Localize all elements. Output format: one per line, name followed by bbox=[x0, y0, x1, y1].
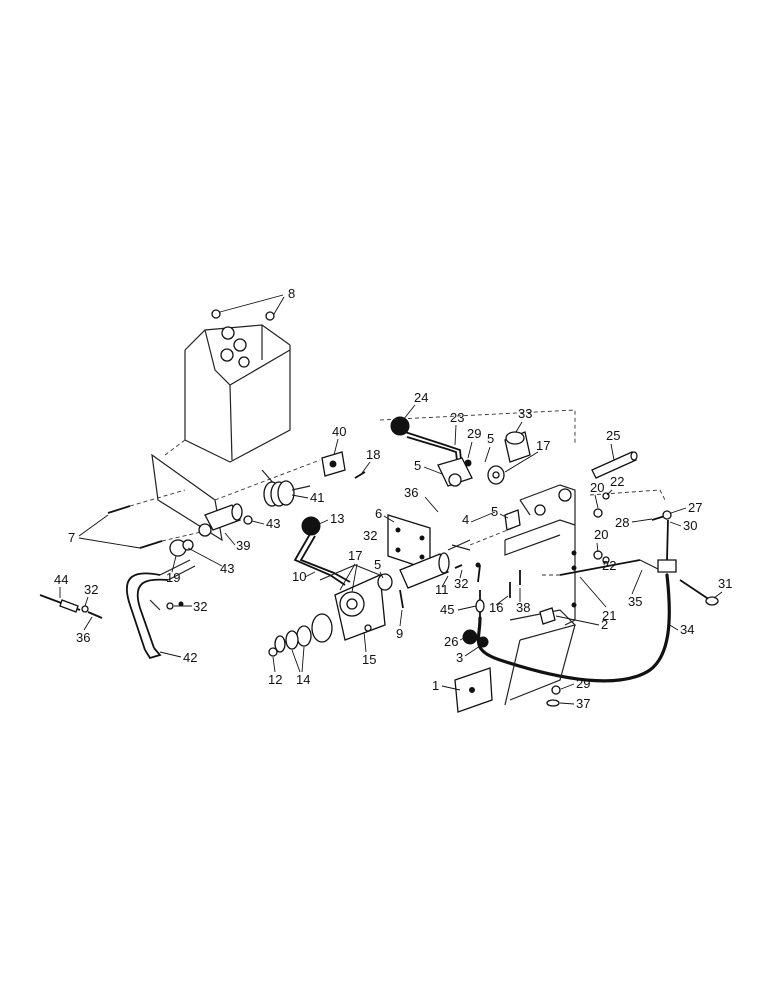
housing-box bbox=[164, 324, 291, 463]
torsion-spring bbox=[261, 469, 311, 507]
callout-3: 3 bbox=[456, 650, 463, 665]
callout-23: 23 bbox=[450, 410, 464, 425]
callout-29-bottom: 29 bbox=[576, 676, 590, 691]
right-frame-bracket bbox=[504, 484, 577, 626]
callout-6: 6 bbox=[375, 506, 382, 521]
callout-14: 14 bbox=[296, 672, 310, 687]
callout-13: 13 bbox=[330, 511, 344, 526]
callout-39: 39 bbox=[236, 538, 250, 553]
pin-18 bbox=[354, 471, 366, 479]
callout-12: 12 bbox=[268, 672, 282, 687]
callout-45: 45 bbox=[440, 602, 454, 617]
callout-5-b: 5 bbox=[414, 458, 421, 473]
callout-32-center: 32 bbox=[454, 576, 468, 591]
callout-27: 27 bbox=[688, 500, 702, 515]
callout-20-mid: 20 bbox=[594, 527, 608, 542]
callout-43-top: 43 bbox=[266, 516, 280, 531]
callout-16: 16 bbox=[489, 600, 503, 615]
callout-24: 24 bbox=[414, 390, 428, 405]
callout-4: 4 bbox=[462, 512, 469, 527]
lever-10 bbox=[293, 516, 351, 586]
callout-11: 11 bbox=[435, 582, 449, 597]
mounting-plate-left bbox=[151, 453, 321, 542]
callout-38: 38 bbox=[516, 600, 530, 615]
cable-clevis-left bbox=[39, 594, 174, 619]
lever-23 bbox=[390, 416, 473, 487]
nut-pair bbox=[211, 294, 285, 321]
callout-32-mid: 32 bbox=[363, 528, 377, 543]
callout-5-c: 5 bbox=[491, 504, 498, 519]
strap-2 bbox=[504, 607, 577, 706]
control-cable-34 bbox=[475, 573, 671, 683]
callout-37: 37 bbox=[576, 696, 590, 711]
bolt-set-7 bbox=[107, 489, 211, 549]
rod-21-35 bbox=[540, 489, 666, 576]
block-40 bbox=[321, 451, 346, 477]
callout-20-top: 20 bbox=[590, 480, 604, 495]
pin-25 bbox=[591, 451, 638, 479]
callout-31: 31 bbox=[718, 576, 732, 591]
crank-lever-42 bbox=[125, 559, 196, 660]
callout-29-top: 29 bbox=[467, 426, 481, 441]
clevis-right bbox=[651, 510, 719, 606]
nut-29-37 bbox=[546, 685, 561, 707]
callout-43-bottom: 43 bbox=[220, 561, 234, 576]
callout-25: 25 bbox=[606, 428, 620, 443]
callout-1: 1 bbox=[432, 678, 439, 693]
callout-33: 33 bbox=[518, 406, 532, 421]
knob-26 bbox=[462, 629, 489, 648]
callout-21: 21 bbox=[602, 608, 616, 623]
callout-36-left: 36 bbox=[76, 630, 90, 645]
callout-40: 40 bbox=[332, 424, 346, 439]
bracket-15 bbox=[319, 564, 386, 641]
bracket-1 bbox=[454, 667, 493, 713]
callout-28: 28 bbox=[615, 515, 629, 530]
callout-32-right: 32 bbox=[193, 599, 207, 614]
callout-30: 30 bbox=[683, 518, 697, 533]
callout-41: 41 bbox=[310, 490, 324, 505]
callout-36-mid: 36 bbox=[404, 485, 418, 500]
callout-5-a: 5 bbox=[487, 431, 494, 446]
callout-35: 35 bbox=[628, 594, 642, 609]
hub-stack-14 bbox=[268, 613, 333, 657]
callout-32-left: 32 bbox=[84, 582, 98, 597]
callout-7: 7 bbox=[68, 530, 75, 545]
bushing-33 bbox=[504, 431, 531, 463]
callout-17-top: 17 bbox=[536, 438, 550, 453]
callout-15: 15 bbox=[362, 652, 376, 667]
callout-26: 26 bbox=[444, 634, 458, 649]
shaft-assembly-left bbox=[169, 503, 253, 557]
callout-5-d: 5 bbox=[374, 557, 381, 572]
callout-19: 19 bbox=[166, 570, 180, 585]
callout-22-top: 22 bbox=[610, 474, 624, 489]
callout-44: 44 bbox=[54, 572, 68, 587]
callout-17-mid: 17 bbox=[348, 548, 362, 563]
callout-2: 2 bbox=[601, 617, 608, 632]
callout-22-mid: 22 bbox=[602, 558, 616, 573]
washer-5-top bbox=[379, 409, 576, 485]
shaft-assembly-center bbox=[377, 524, 521, 591]
callout-34: 34 bbox=[680, 622, 694, 637]
callout-18: 18 bbox=[366, 447, 380, 462]
callout-8: 8 bbox=[288, 286, 295, 301]
pin-9 bbox=[399, 589, 404, 609]
callout-10: 10 bbox=[292, 569, 306, 584]
small-bolts bbox=[178, 562, 521, 607]
callout-labels: 8 24 33 23 29 5 17 40 25 18 5 20 22 41 3… bbox=[54, 286, 732, 711]
callout-9: 9 bbox=[396, 626, 403, 641]
callout-42: 42 bbox=[183, 650, 197, 665]
